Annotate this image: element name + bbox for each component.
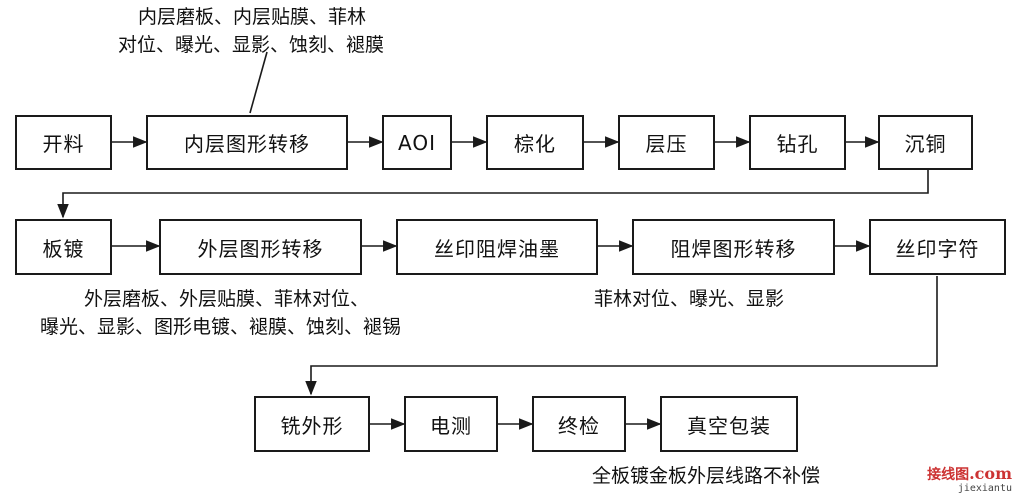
watermark-url: jiexiantu	[957, 483, 1012, 494]
note-neiceng-line1: 内层磨板、内层贴膜、菲林	[138, 6, 367, 28]
step-zuhan-tuxing: 阻焊图形转移	[632, 219, 835, 275]
step-bandu: 板镀	[15, 219, 112, 275]
note-baozhuang-line1: 全板镀金板外层线路不补偿	[592, 465, 821, 487]
step-chentong: 沉铜	[878, 115, 973, 170]
step-cengya: 层压	[618, 115, 715, 170]
step-kailiao: 开料	[15, 115, 112, 170]
note-neiceng-line2: 对位、曝光、显影、蚀刻、褪膜	[118, 34, 385, 56]
note-waiceng-line2: 曝光、显影、图形电镀、褪膜、蚀刻、褪锡	[40, 316, 402, 338]
step-neiceng-tuxing: 内层图形转移	[146, 115, 348, 170]
step-siyin-zifu: 丝印字符	[869, 219, 1006, 275]
note-neiceng: 内层磨板、内层贴膜、菲林 对位、曝光、显影、蚀刻、褪膜	[118, 3, 384, 59]
step-baozhuang: 真空包装	[660, 396, 798, 452]
note-waiceng-line1: 外层磨板、外层贴膜、菲林对位、	[84, 288, 370, 310]
step-zhongjian: 终检	[532, 396, 626, 452]
watermark-cn: 接线图	[927, 467, 970, 483]
step-dince: 电测	[404, 396, 498, 452]
note-leader-neiceng	[249, 51, 268, 114]
note-zuhan-line1: 菲林对位、曝光、显影	[594, 288, 785, 310]
step-aoi: AOI	[382, 115, 452, 170]
watermark-logo: 接线图.com jiexiantu	[927, 464, 1012, 496]
arrow-zifu-xiwaixing	[305, 276, 938, 396]
note-baozhuang: 全板镀金板外层线路不补偿	[592, 462, 820, 490]
step-zuankong: 钻孔	[749, 115, 846, 170]
note-zuhan: 菲林对位、曝光、显影	[594, 285, 784, 313]
watermark-suffix: .com	[969, 464, 1012, 483]
step-siyin-youmo: 丝印阻焊油墨	[396, 219, 598, 275]
note-waiceng: 外层磨板、外层贴膜、菲林对位、 曝光、显影、图形电镀、褪膜、蚀刻、褪锡	[40, 285, 401, 341]
step-waiceng-tuxing: 外层图形转移	[159, 219, 362, 275]
step-xiwaixing: 铣外形	[254, 396, 370, 452]
step-zonghua: 棕化	[486, 115, 584, 170]
arrow-chentong-bandu	[57, 170, 929, 219]
